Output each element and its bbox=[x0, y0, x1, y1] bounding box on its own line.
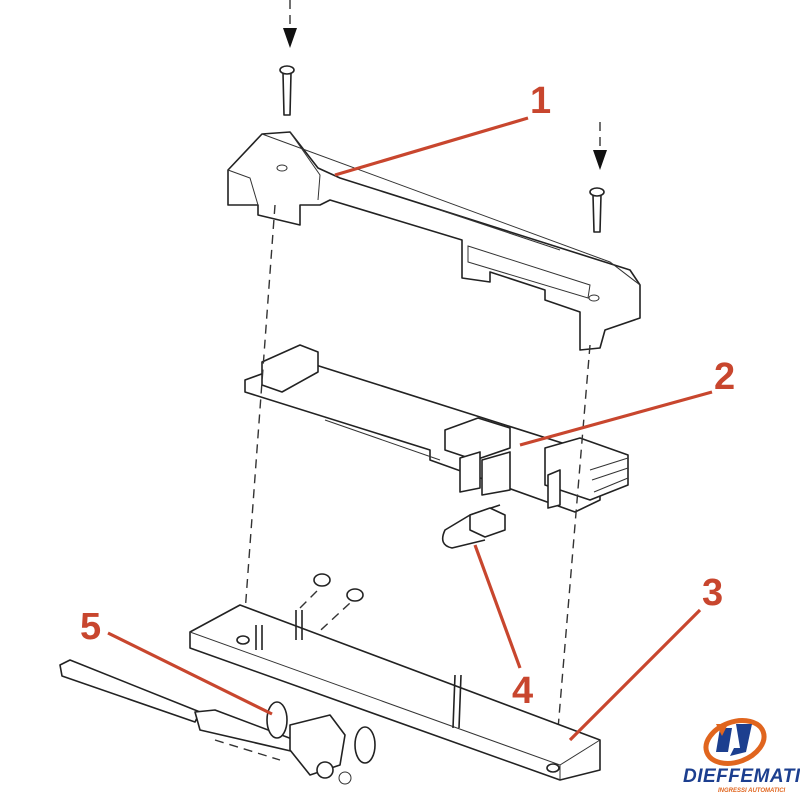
callout-5: 5 bbox=[80, 606, 102, 648]
callout-2: 2 bbox=[714, 356, 736, 398]
screw-right bbox=[589, 187, 605, 233]
dieffematic-logo-mark bbox=[703, 718, 767, 766]
logo-name: DIEFFEMATIC bbox=[683, 766, 800, 787]
cable-connector-part bbox=[441, 504, 506, 549]
alignment-line-right bbox=[554, 344, 591, 766]
leader-line-1 bbox=[334, 116, 529, 177]
circuit-board-part bbox=[244, 344, 629, 513]
leader-line-4 bbox=[473, 544, 522, 669]
screw-left bbox=[279, 65, 295, 116]
leader-line-2 bbox=[519, 390, 713, 447]
callout-3: 3 bbox=[702, 572, 724, 614]
insertion-arrow-left bbox=[283, 0, 297, 48]
shaft-gear-part bbox=[59, 659, 376, 785]
leader-line-5 bbox=[107, 631, 273, 716]
alignment-line-left bbox=[242, 204, 276, 641]
insertion-arrow-right bbox=[593, 122, 607, 170]
callout-1: 1 bbox=[530, 80, 552, 122]
logo-tagline: INGRESSI AUTOMATICI bbox=[718, 788, 786, 794]
callout-4: 4 bbox=[512, 670, 534, 712]
leader-line-3 bbox=[568, 608, 702, 742]
base-plate-part bbox=[189, 604, 601, 781]
flat-screws bbox=[299, 573, 364, 641]
cover-part bbox=[227, 131, 641, 351]
